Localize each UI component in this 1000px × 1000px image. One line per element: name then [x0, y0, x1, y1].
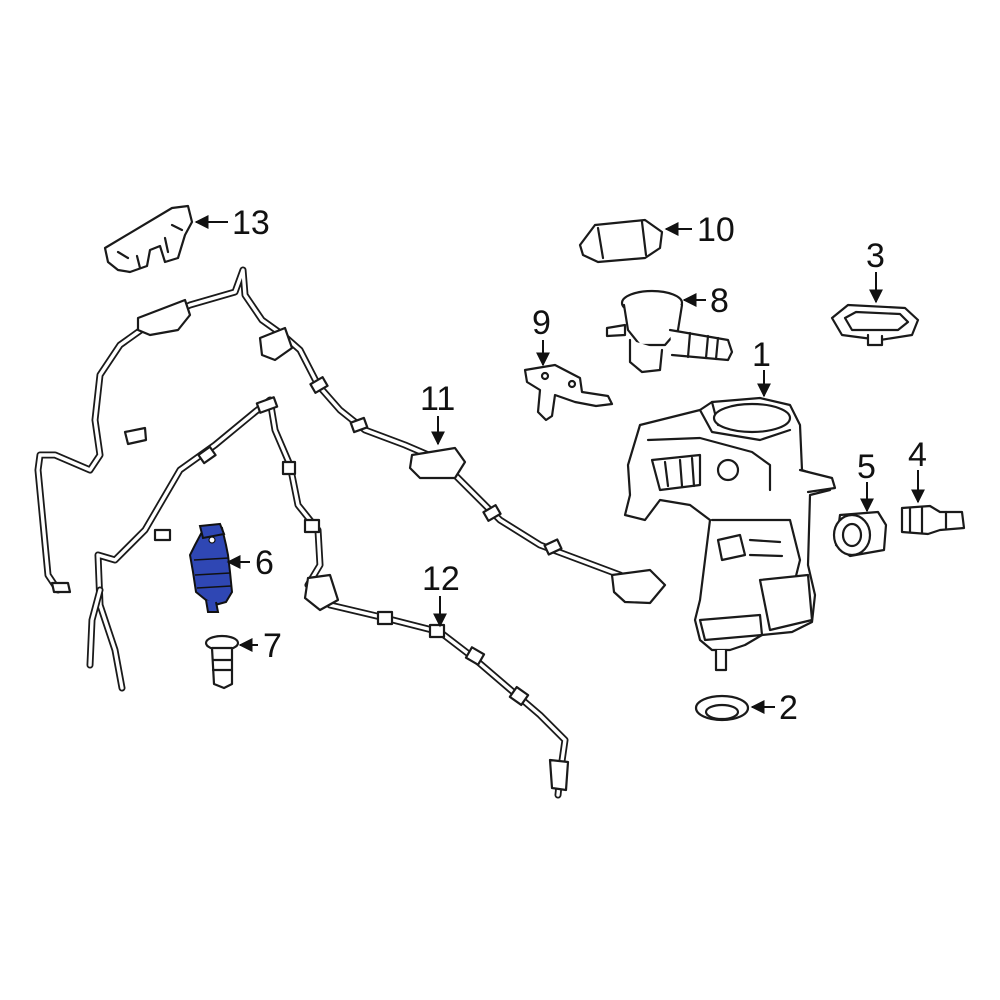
callout-8: 8 — [710, 282, 729, 320]
callout-13: 13 — [232, 204, 270, 242]
callout-2: 2 — [779, 689, 798, 727]
hose-clip-part[interactable] — [103, 204, 194, 274]
callout-labels: 1 2 3 4 5 6 7 8 9 10 11 12 13 — [232, 204, 927, 727]
callout-10: 10 — [697, 211, 735, 249]
callout-arrows — [194, 215, 925, 714]
filler-cap-part[interactable] — [578, 218, 664, 264]
filler-cap-seal-part[interactable] — [830, 303, 920, 347]
reservoir-grommet-part[interactable] — [694, 694, 750, 722]
level-sensor-part[interactable] — [900, 504, 966, 536]
callout-4: 4 — [908, 436, 927, 474]
washer-hose-rear-part[interactable] — [34, 266, 667, 605]
callout-9: 9 — [532, 304, 551, 342]
mounting-bolt-part[interactable] — [204, 634, 240, 690]
callout-7: 7 — [263, 627, 282, 665]
washer-hose-front-part[interactable] — [86, 396, 570, 799]
callout-3: 3 — [866, 237, 885, 275]
washer-reservoir-part[interactable] — [623, 396, 837, 672]
pump-grommet-part[interactable] — [832, 510, 888, 558]
filler-neck-part[interactable] — [605, 289, 734, 374]
washer-pump-part[interactable] — [188, 522, 234, 613]
bracket-part[interactable] — [523, 363, 614, 422]
callout-11: 11 — [420, 380, 455, 418]
callout-12: 12 — [422, 560, 460, 598]
callout-6: 6 — [255, 544, 274, 582]
callout-1: 1 — [752, 336, 771, 374]
callout-5: 5 — [857, 448, 876, 486]
